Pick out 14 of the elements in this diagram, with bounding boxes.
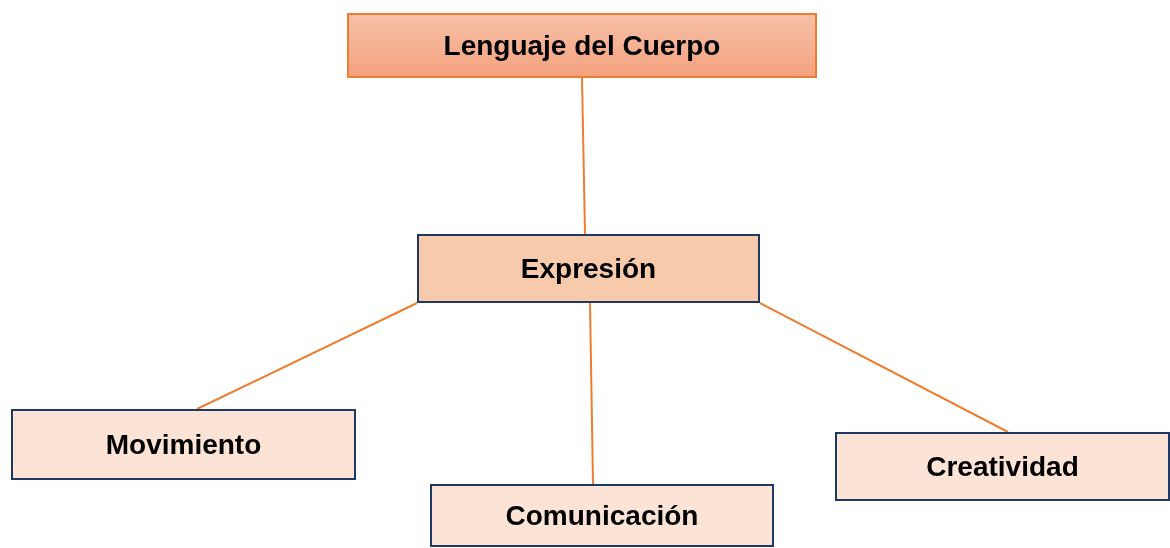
concept-box xyxy=(430,484,774,547)
connector-line xyxy=(759,302,1009,433)
title-box xyxy=(347,13,817,78)
node-label: Expresión xyxy=(520,252,657,285)
concept-box xyxy=(835,432,1170,501)
node-label: Comunicación xyxy=(505,499,699,532)
node-label: Movimiento xyxy=(105,428,262,461)
concept-box xyxy=(11,409,356,480)
connector-line xyxy=(589,302,594,485)
connector-line xyxy=(196,302,418,410)
node-label: Creatividad xyxy=(926,450,1079,483)
concept-box xyxy=(417,234,760,303)
node-label: Lenguaje del Cuerpo xyxy=(443,29,721,62)
connector-line xyxy=(581,77,586,235)
